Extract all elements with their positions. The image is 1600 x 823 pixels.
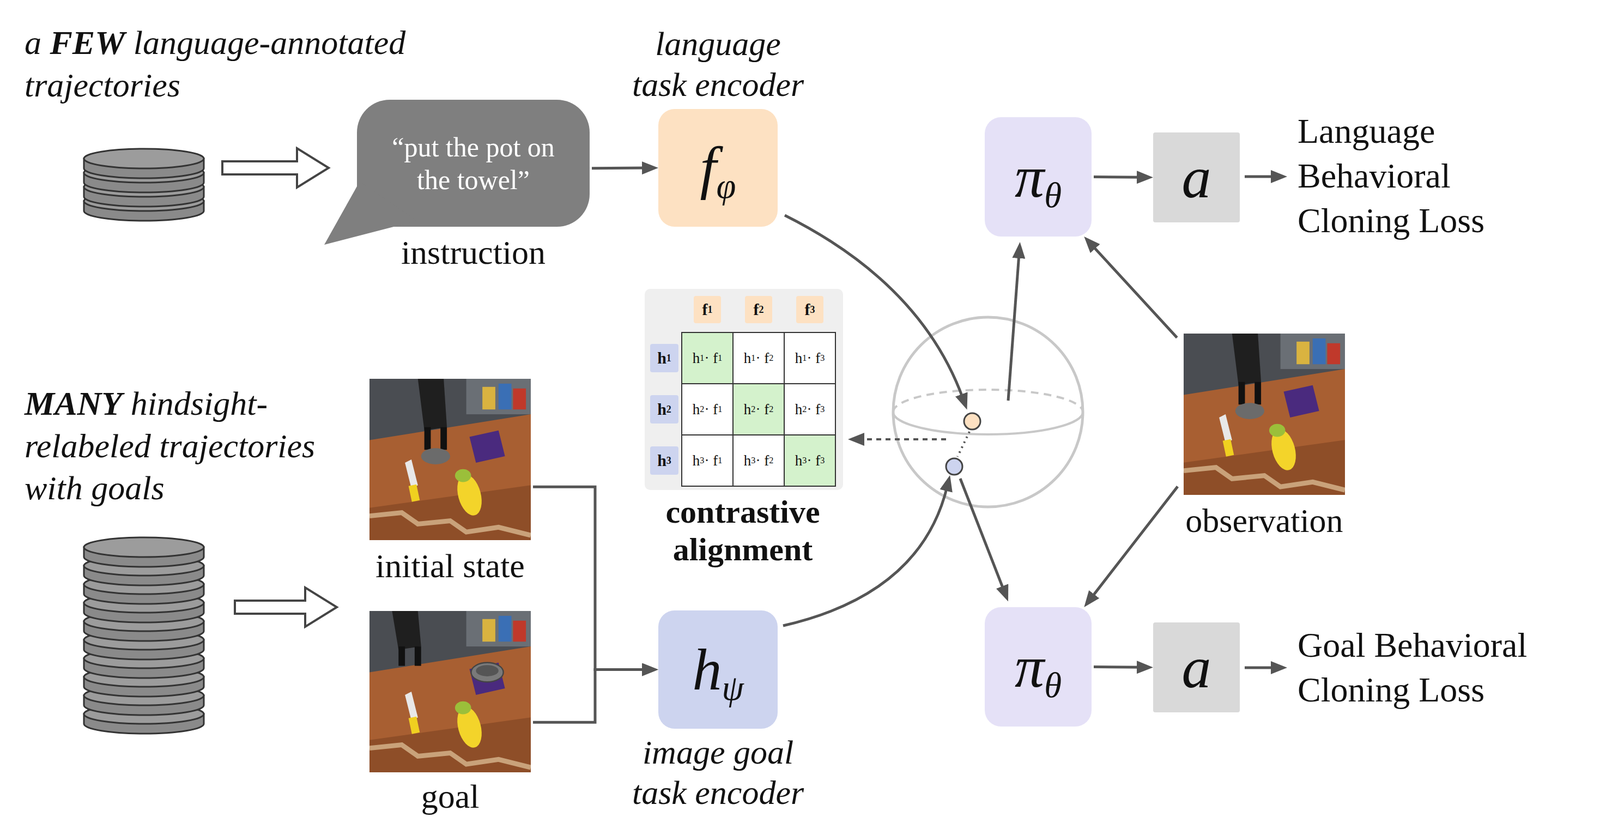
matrix-cell: h3 · f1 [681,434,733,487]
action-box: a [1153,132,1240,223]
connector [1091,486,1178,598]
database-stack [83,148,204,221]
matrix-header: h3 [650,446,679,475]
policy-box: πθ [984,117,1092,237]
loss-label: Language Behavioral Cloning Loss [1297,108,1560,244]
dashed-arrow [859,438,947,441]
matrix-cell: h2 · f1 [681,383,733,435]
connector [1092,245,1178,338]
language-embedding-dot [964,413,981,430]
connector [1093,175,1142,179]
embedding-sphere [893,317,1083,507]
matrix-header: f2 [744,295,773,324]
speech-bubble: “put the pot on the towel”instruction [356,99,590,227]
image-node: observation [1183,333,1345,495]
flow-arrow [1244,175,1276,179]
scene-photo [369,610,531,773]
matrix-cell: h3 · f3 [784,434,836,487]
flow-arrow [1008,253,1020,401]
matrix-cell: h1 · f2 [732,332,785,384]
action-box: a [1153,622,1240,713]
goal-embedding-dot [946,458,963,475]
image-node: initial state [369,378,531,541]
symbol-text: hψ [692,640,744,700]
dataset-note: a FEW language-annotated trajectories [24,21,445,107]
symbol-text: a [1182,638,1212,698]
matrix-header: h1 [650,343,679,373]
connector [591,166,647,171]
symbol-text: fφ [700,138,737,198]
image-node: goal [369,610,531,773]
hollow-arrow [234,587,337,627]
dotted-link [957,431,970,457]
section-label: contrastive alignment [617,493,869,569]
matrix-header: h2 [650,395,679,424]
database-stack [83,537,204,734]
instruction-text: “put the pot on the towel” [375,130,572,197]
similarity-grid [681,332,836,487]
connector [532,486,647,670]
policy-box: πθ [984,607,1092,727]
matrix-cell: h1 · f1 [681,332,733,384]
loss-label: Goal Behavioral Cloning Loss [1297,622,1592,713]
flow-arrow [960,478,1004,591]
matrix-header: f3 [796,295,824,324]
symbol-text: a [1182,148,1212,208]
symbol-text: πθ [1014,637,1062,697]
hollow-arrow [222,148,329,188]
node-caption: goal [335,777,565,815]
matrix-cell: h3 · f2 [732,434,785,487]
node-caption: initial state [335,545,565,586]
encoder-box: hψimage goal task encoder [658,610,778,729]
connector [532,669,647,723]
connector [1093,665,1142,669]
bubble-outline [356,99,590,227]
node-caption: observation [1149,500,1379,541]
flow-arrow [1244,666,1276,670]
symbol-text: πθ [1014,147,1062,207]
node-caption: instruction [359,232,589,273]
encoder-box: language task encoderfφ [658,108,778,227]
matrix-cell: h2 · f3 [784,383,836,435]
matrix-cell: h2 · f2 [732,383,785,435]
matrix-header: f1 [693,295,721,324]
matrix-cell: h1 · f3 [784,332,836,384]
dataset-note: MANY hindsight-relabeled trajectories wi… [24,382,374,510]
flow-arrow [784,215,963,399]
scene-photo [1183,333,1345,495]
matrix-panel [644,288,844,490]
node-caption: language task encoder [626,23,810,105]
node-caption: image goal task encoder [626,731,810,814]
scene-photo [369,378,531,541]
